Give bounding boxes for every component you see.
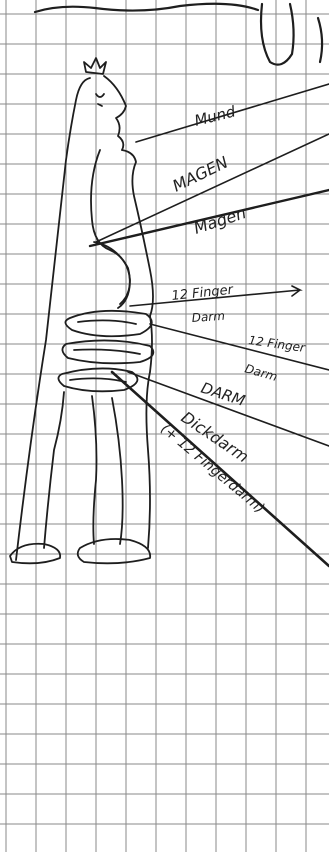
label-darm-2: Darm xyxy=(243,361,279,384)
label-darm-1: Darm xyxy=(191,309,225,325)
label-mund: Mund xyxy=(193,102,238,130)
right-foot xyxy=(78,539,150,563)
crown-icon xyxy=(84,58,106,74)
label-darm-caps: DARM xyxy=(199,379,248,410)
label-magen: Magen xyxy=(191,203,248,238)
label-magen-caps: MAGEN xyxy=(169,153,231,196)
top-scribble xyxy=(35,4,322,65)
label-12-finger-1: 12 Finger xyxy=(171,282,235,304)
